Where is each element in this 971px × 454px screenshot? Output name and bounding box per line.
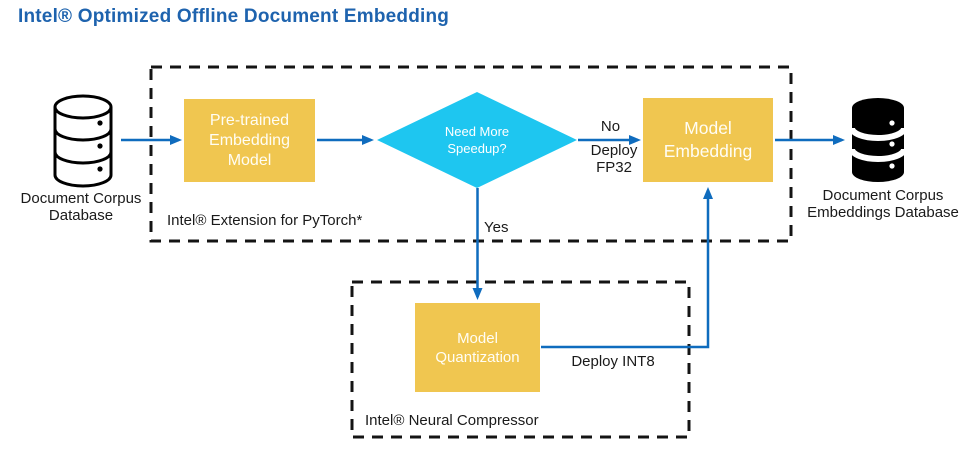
page-title: Intel® Optimized Offline Document Embedd…	[18, 6, 450, 27]
connector-quantization-to-embedding	[541, 187, 713, 349]
decision-label: Need More Speedup?	[444, 124, 510, 156]
model-quantization-label: Model Quantization	[435, 329, 520, 366]
model-embedding-label: Model Embedding	[663, 118, 753, 161]
pretrained-embedding-model-node: Pre-trained Embedding Model	[184, 99, 315, 182]
edge-label-deploy-fp32: Deploy FP32	[590, 142, 638, 176]
source-database-label-line1: Document Corpus	[20, 190, 142, 207]
database-filled-icon	[846, 96, 910, 189]
source-database-label: Document Corpus Database	[4, 190, 158, 224]
model-embedding-node: Model Embedding	[643, 98, 773, 182]
pytorch-extension-group-label: Intel® Extension for PyTorch*	[167, 212, 363, 229]
output-database-label-line1: Document Corpus	[822, 187, 944, 204]
pytorch-extension-group-border	[149, 65, 793, 243]
output-database-label-line2: Embeddings Database	[807, 204, 959, 221]
edge-label-yes: Yes	[484, 219, 509, 236]
neural-compressor-group-label: Intel® Neural Compressor	[365, 412, 539, 429]
pretrained-embedding-model-label: Pre-trained Embedding Model	[209, 111, 290, 169]
edge-label-no: No	[600, 118, 621, 135]
edge-label-deploy-int8: Deploy INT8	[571, 353, 655, 370]
database-outline-icon	[45, 93, 121, 194]
model-quantization-node: Model Quantization	[415, 303, 540, 392]
source-database-label-line2: Database	[48, 207, 114, 224]
output-database-label: Document Corpus Embeddings Database	[798, 187, 968, 221]
